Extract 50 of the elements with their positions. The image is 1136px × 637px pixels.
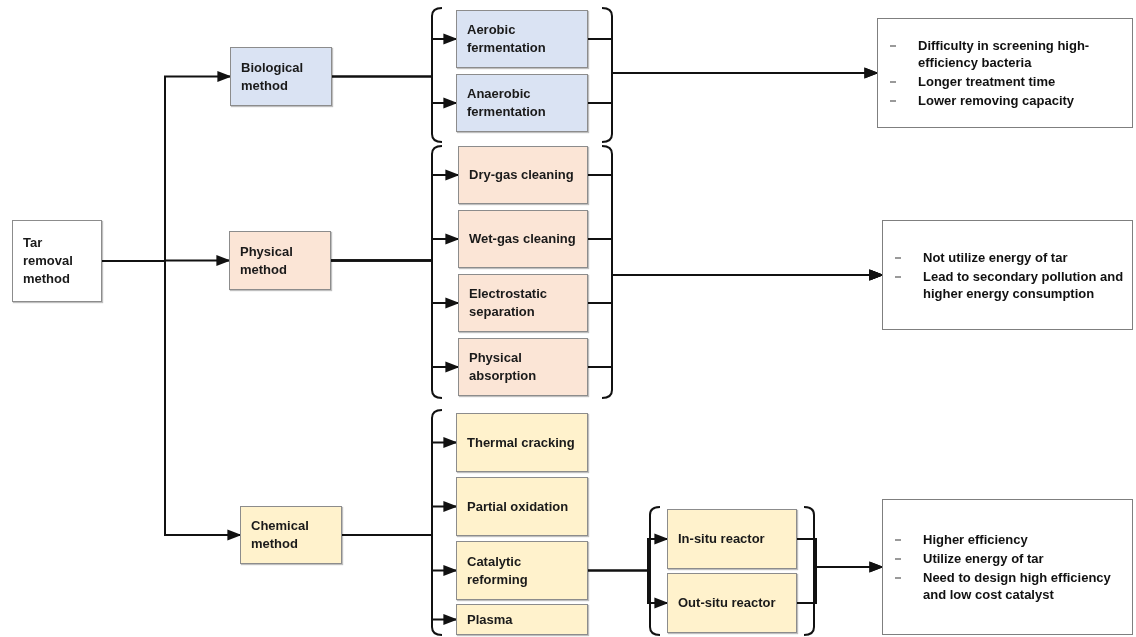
bullet-text: Difficulty in screening high-efficiency bacteria [918, 37, 1091, 71]
method-box [230, 47, 332, 106]
arrow [796, 561, 884, 604]
bullet-text: Utilize energy of tar [923, 550, 1044, 567]
method-box [456, 477, 588, 536]
box-label: Chemical method [251, 517, 310, 553]
arrow [587, 67, 879, 104]
box-label: Thermal cracking [467, 433, 576, 452]
box-label: In-situ reactor [678, 530, 766, 548]
box-label: Dry-gas cleaning [469, 166, 575, 184]
method-box [229, 231, 331, 290]
arrow [330, 259, 460, 373]
box-label: Biological method [241, 58, 305, 95]
arrow [341, 534, 458, 626]
method-box [456, 10, 588, 68]
box-label: Aerobic fermentation [467, 21, 547, 57]
method-box [456, 604, 588, 635]
method-box [667, 509, 797, 569]
arrow [331, 75, 458, 109]
box-label: Physical method [240, 242, 294, 279]
method-box [458, 338, 588, 396]
result-box [882, 499, 1133, 635]
method-box [458, 210, 588, 268]
box-label: Out-situ reactor [678, 594, 777, 612]
method-box [12, 220, 102, 302]
result-box [877, 18, 1133, 128]
bullet-text: Lower removing capacity [918, 92, 1075, 109]
method-box [456, 541, 588, 600]
arrow [587, 269, 884, 368]
result-box [882, 220, 1133, 330]
arrow [587, 569, 669, 609]
method-box [667, 573, 797, 633]
method-box [458, 146, 588, 204]
box-label: Electrostatic separation [469, 285, 549, 321]
bullet-text: Lead to secondary pollution and higher energy consumption [923, 267, 1124, 302]
box-label: Physical absorption [469, 349, 538, 385]
method-box [456, 74, 588, 132]
method-box [240, 506, 342, 564]
box-label: Catalytic reforming [467, 552, 529, 589]
bullet-text: Not utilize energy of tar [923, 248, 1068, 266]
box-label: Tar removal method [23, 234, 74, 288]
bullet-text: Longer treatment time [918, 73, 1056, 90]
method-box [456, 413, 588, 472]
box-label: Partial oxidation [467, 497, 570, 516]
bullet-text: Need to design high efficiency and low cost catalyst [923, 569, 1112, 603]
box-label: Plasma [467, 610, 514, 629]
method-box [458, 274, 588, 332]
box-label: Anaerobic fermentation [467, 85, 547, 121]
box-label: Wet-gas cleaning [469, 230, 577, 248]
bullet-text: Higher efficiency [923, 531, 1028, 548]
